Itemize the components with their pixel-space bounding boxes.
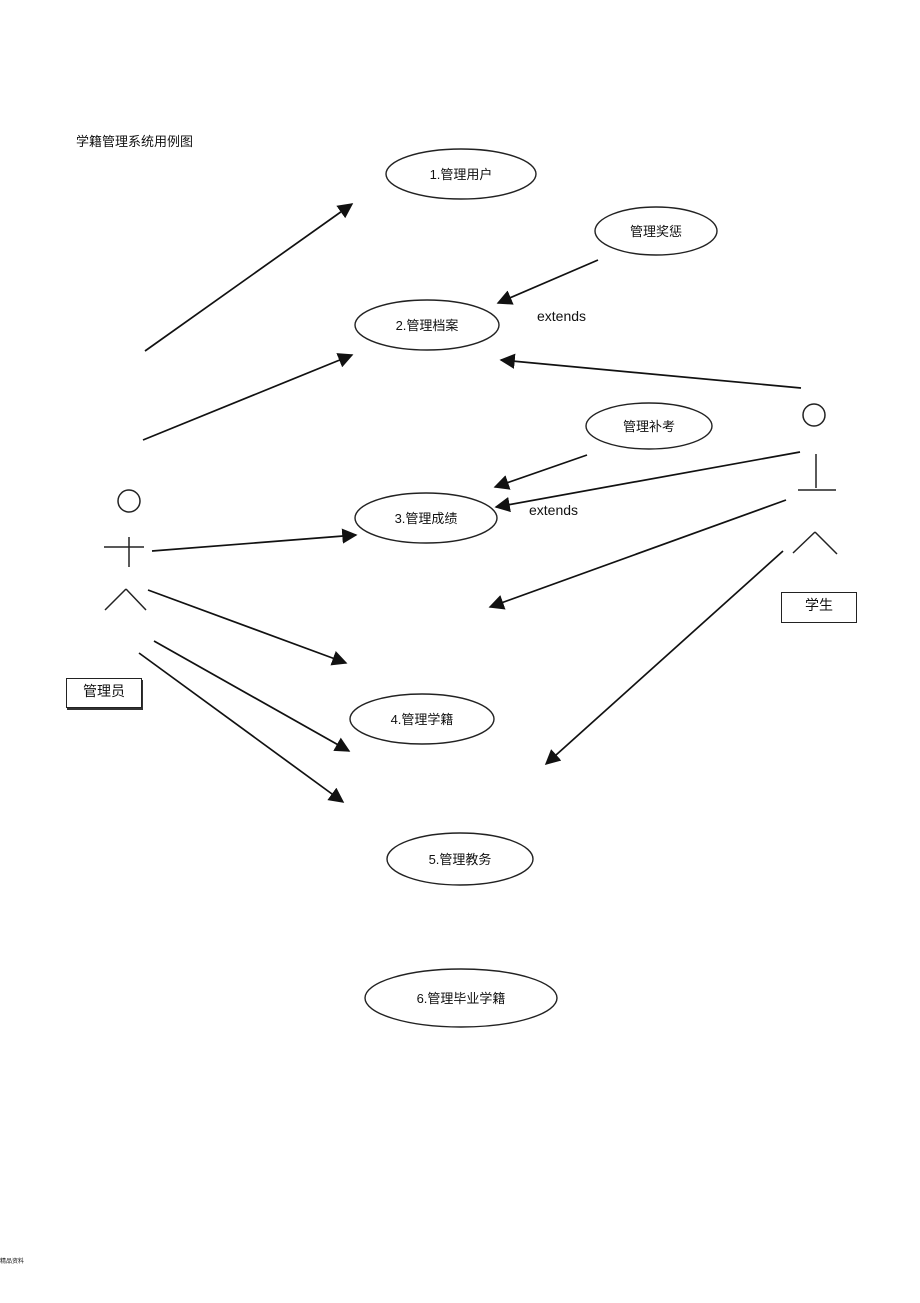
arrow-makeup-extends-grades	[493, 454, 588, 490]
extends-label-rewards: extends	[537, 308, 587, 324]
uc1-label: 1.管理用户	[386, 164, 536, 183]
arrow-student-to-grades	[494, 451, 801, 513]
arrow-rewards-extends-archives	[496, 259, 599, 305]
uc5-text: 管理教务	[439, 853, 492, 868]
uc2-number: 2.	[395, 318, 407, 333]
uc6-number: 6.	[416, 991, 428, 1006]
reward-text: 管理奖惩	[629, 225, 682, 240]
admin-actor-label: 管理员	[66, 678, 142, 708]
arrow-admin-to-grades	[151, 528, 358, 552]
arrow-admin-to-users	[144, 203, 354, 352]
makeup-text: 管理补考	[622, 420, 675, 435]
uc4-number: 4.	[390, 712, 402, 727]
extends-label-makeup: extends	[529, 502, 579, 518]
use-case-manage-academics	[386, 832, 534, 886]
arrow-admin-to-archives	[142, 353, 354, 441]
use-case-manage-makeup	[585, 402, 713, 450]
uc4-label: 4.管理学籍	[350, 709, 494, 728]
reward-label: 管理奖惩	[595, 221, 717, 240]
uc5-number: 5.	[428, 852, 440, 867]
arrow-student-to-academics	[544, 550, 784, 766]
makeup-label: 管理补考	[586, 416, 712, 435]
use-case-manage-rewards	[594, 206, 718, 256]
uc3-label: 3.管理成绩	[355, 508, 497, 527]
arrow-admin-to-status-upper	[147, 589, 348, 666]
diagram-title: 学籍管理系统用例图	[76, 135, 194, 150]
arrow-admin-to-status	[153, 640, 351, 752]
arrow-student-to-archives	[499, 353, 802, 389]
uc5-label: 5.管理教务	[387, 849, 533, 868]
uc6-label: 6.管理毕业学籍	[365, 988, 557, 1007]
arrow-admin-to-academics	[138, 652, 345, 803]
uc2-text: 管理档案	[406, 319, 459, 334]
uc1-text: 管理用户	[440, 168, 493, 183]
use-case-manage-archives	[354, 299, 500, 351]
arrow-student-to-status	[488, 499, 787, 610]
footer-note: 精品资料	[0, 1258, 25, 1265]
uc1-number: 1.	[429, 167, 441, 182]
uc3-text: 管理成绩	[405, 512, 458, 527]
uc4-text: 管理学籍	[401, 713, 454, 728]
student-actor-figure	[792, 403, 838, 555]
use-case-manage-graduation	[364, 968, 558, 1028]
use-case-manage-status	[349, 693, 495, 745]
use-case-manage-grades	[354, 492, 498, 544]
use-case-manage-users	[385, 148, 537, 200]
uc2-label: 2.管理档案	[355, 315, 499, 334]
uc3-number: 3.	[394, 511, 406, 526]
student-actor-label: 学生	[781, 592, 857, 623]
admin-actor-figure	[104, 489, 147, 611]
uc6-text: 管理毕业学籍	[427, 992, 506, 1007]
